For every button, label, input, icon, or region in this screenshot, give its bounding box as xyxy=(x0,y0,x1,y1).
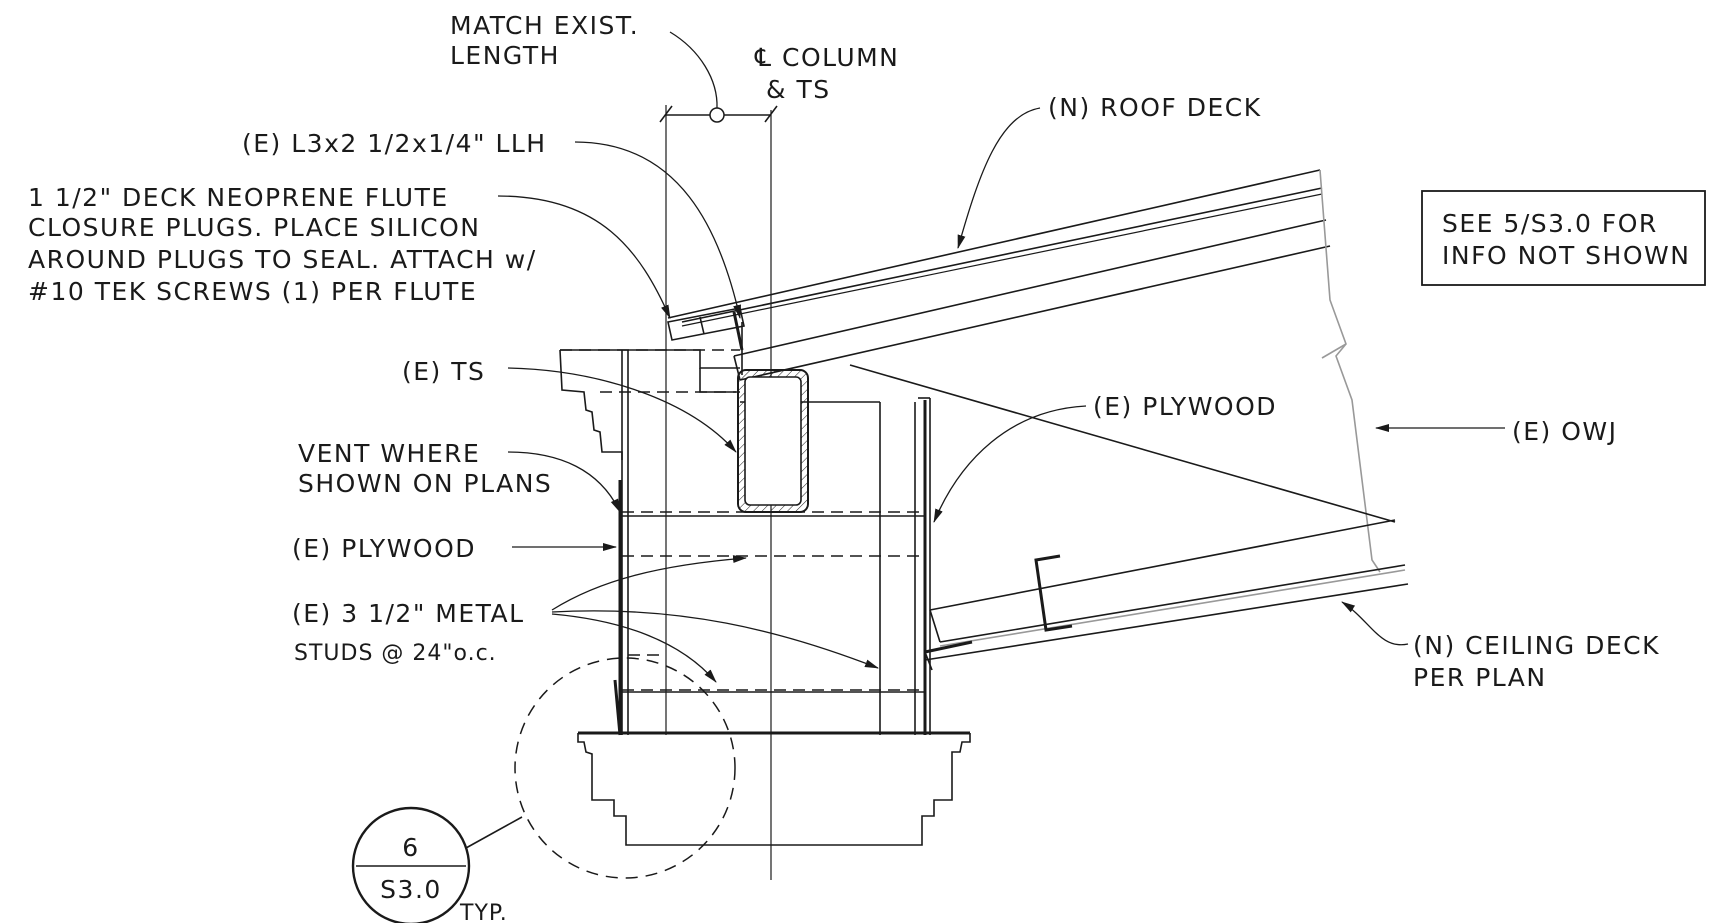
typ-label: TYP. xyxy=(459,901,508,923)
studs-label-1: (E) 3 1/2" METAL xyxy=(292,599,525,628)
studs-label-2: STUDS @ 24"o.c. xyxy=(294,641,497,666)
detail-circle xyxy=(514,657,736,879)
vent-label-2: SHOWN ON PLANS xyxy=(298,469,552,498)
angle-leader xyxy=(574,141,742,319)
centerline-label-2: & TS xyxy=(766,75,831,104)
ceiling-deck xyxy=(924,519,1409,671)
roof-deck-label: (N) ROOF DECK xyxy=(1048,93,1262,122)
plywood-right-label: (E) PLYWOOD xyxy=(1093,392,1277,421)
closure-label-1: 1 1/2" DECK NEOPRENE FLUTE xyxy=(28,183,449,212)
tube-steel xyxy=(737,369,809,513)
match-exist-label-2: LENGTH xyxy=(450,41,560,70)
studs-leader-2 xyxy=(551,613,717,683)
labels: MATCH EXIST. LENGTH ℄ COLUMN & TS (E) L3… xyxy=(28,11,1706,923)
studs-leader-3 xyxy=(551,610,879,669)
match-exist-label-1: MATCH EXIST. xyxy=(450,11,639,40)
match-exist-leader xyxy=(669,31,718,109)
foundation-base xyxy=(577,731,971,846)
vent-leader xyxy=(507,451,621,513)
detail-circle-leader xyxy=(465,816,523,849)
closure-label-2: CLOSURE PLUGS. PLACE SILICON xyxy=(28,213,480,242)
ceiling-deck-label-1: (N) CEILING DECK xyxy=(1413,631,1660,660)
ceiling-deck-leader xyxy=(1341,601,1409,646)
angle-and-closure xyxy=(667,307,745,375)
stud-wall xyxy=(613,350,931,736)
length-dimension xyxy=(659,105,778,735)
parapet-cornice xyxy=(559,349,740,460)
closure-label-4: #10 TEK SCREWS (1) PER FLUTE xyxy=(28,277,477,306)
roof-deck xyxy=(667,169,1331,381)
centerline-label-1: ℄ COLUMN xyxy=(754,43,899,72)
see-note-label-1: SEE 5/S3.0 FOR xyxy=(1442,209,1658,238)
vent-label-1: VENT WHERE xyxy=(298,439,480,468)
ceiling-deck-label-2: PER PLAN xyxy=(1413,663,1547,692)
studs-leader-1 xyxy=(551,555,747,611)
detail-number: 6 xyxy=(402,833,419,862)
see-note-box xyxy=(1421,190,1706,286)
closure-label-3: AROUND PLUGS TO SEAL. ATTACH w/ xyxy=(28,245,537,274)
see-note-label-2: INFO NOT SHOWN xyxy=(1442,241,1690,270)
geometry xyxy=(465,105,1409,880)
closure-leader xyxy=(497,195,671,319)
roof-deck-leader xyxy=(957,107,1041,249)
angle-label: (E) L3x2 1/2x1/4" LLH xyxy=(242,129,547,158)
owj-break-line xyxy=(1319,169,1381,573)
plywood-right-leader xyxy=(933,405,1087,523)
owj-web xyxy=(849,364,1396,523)
owj-label: (E) OWJ xyxy=(1512,417,1618,446)
detail-sheet: S3.0 xyxy=(380,875,442,904)
ts-label: (E) TS xyxy=(402,357,485,386)
detail-bubble: 6 S3.0 TYP. xyxy=(351,806,508,923)
ts-leader xyxy=(507,367,737,453)
plywood-left-label: (E) PLYWOOD xyxy=(292,534,476,563)
dimension-node xyxy=(709,107,725,123)
